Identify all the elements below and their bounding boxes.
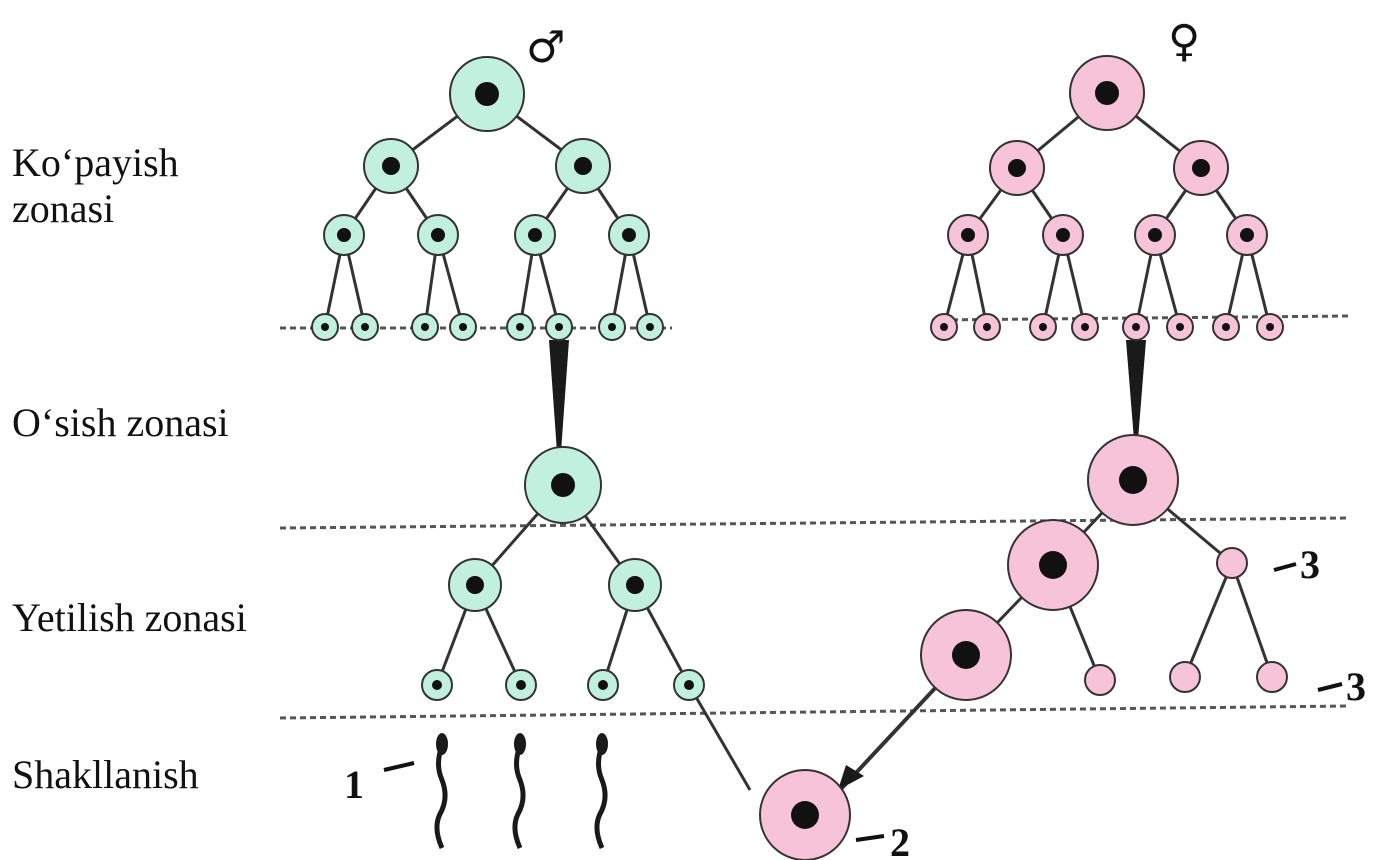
- sperm-tail: [434, 745, 448, 850]
- marker-3-polar-body-b: 3: [1346, 664, 1366, 709]
- spermatogonium-cell-nucleus: [421, 323, 429, 331]
- zone-divider-line: [279, 704, 1349, 720]
- sperm-tail: [512, 745, 526, 850]
- growth-connector: [1126, 340, 1146, 440]
- arrow-head: [838, 765, 864, 790]
- cells-layer: [311, 55, 1288, 860]
- spermatid-cell-nucleus: [432, 680, 442, 690]
- spermatogonium-cell-nucleus: [361, 323, 369, 331]
- lineage-connector: [1230, 562, 1274, 678]
- numbered-markers: 1 2 3 3: [344, 542, 1366, 860]
- marker-1-sperm: 1: [344, 762, 364, 807]
- polar-body-cell: [1084, 664, 1116, 696]
- male-symbol-icon: ♂: [526, 22, 565, 73]
- zone-label-formation: Shakllanish: [12, 752, 199, 797]
- spermatogonium-cell-nucleus: [516, 323, 524, 331]
- zone-label-reproduction-line2: zonasi: [12, 186, 115, 231]
- oogonium-cell-nucleus: [1266, 323, 1274, 331]
- marker-3-polar-body-a: 3: [1300, 542, 1320, 587]
- polar-body-cell: [1169, 661, 1201, 693]
- spermatogonium-cell-nucleus: [622, 228, 636, 242]
- oogonium-cell-nucleus: [1148, 228, 1162, 242]
- spermatogonium-cell-nucleus: [321, 323, 329, 331]
- zone-divider-lines: [279, 314, 1349, 720]
- sperm-tail: [594, 745, 608, 850]
- egg-cell-nucleus: [791, 801, 819, 829]
- spermatogonium-cell-nucleus: [337, 228, 351, 242]
- oogonium-cell-nucleus: [1240, 228, 1254, 242]
- zone-label-growth: O‘sish zonasi: [12, 400, 229, 445]
- spermatogonium-cell-nucleus: [475, 82, 499, 106]
- oogonium-cell-nucleus: [983, 323, 991, 331]
- spermatogonium-cell-nucleus: [574, 157, 592, 175]
- zone-label-reproduction-line1: Ko‘payish: [12, 140, 179, 185]
- zone-label-maturation: Yetilish zonasi: [12, 595, 247, 640]
- sperm-head: [436, 733, 448, 755]
- oogonium-cell-nucleus: [1081, 323, 1089, 331]
- oogonium-cell-nucleus: [940, 323, 948, 331]
- secondary-oocyte-cell-nucleus: [1039, 551, 1067, 579]
- marker-2-leader: [855, 834, 885, 842]
- oogonium-cell-nucleus: [1039, 323, 1047, 331]
- lineage-connector: [1183, 562, 1234, 678]
- marker-1-leader: [383, 761, 415, 772]
- spermatogonium-cell-nucleus: [608, 323, 616, 331]
- lineage-connector: [687, 684, 752, 791]
- polar-body-cell: [1256, 661, 1288, 693]
- spermatogonium-cell-nucleus: [431, 228, 445, 242]
- spermatogonium-cell-nucleus: [459, 323, 467, 331]
- spermatogonium-cell-nucleus: [555, 323, 563, 331]
- growth-connector: [549, 340, 569, 452]
- oogonium-cell-nucleus: [961, 228, 975, 242]
- marker-2-egg: 2: [890, 820, 910, 860]
- zone-label-reproduction: Ko‘payish zonasi: [12, 140, 179, 232]
- secondary-spermatocyte-cell-nucleus: [626, 576, 644, 594]
- oogonium-cell-nucleus: [1095, 81, 1119, 105]
- spermatogonium-cell-nucleus: [382, 157, 400, 175]
- oogonium-cell-nucleus: [1192, 159, 1210, 177]
- marker-3b-leader: [1317, 682, 1343, 692]
- spermatogonium-cell-nucleus: [646, 323, 654, 331]
- sperm-head: [514, 733, 526, 755]
- oogonium-cell-nucleus: [1222, 323, 1230, 331]
- primary-oocyte-cell-nucleus: [1119, 466, 1147, 494]
- secondary-spermatocyte-cell-nucleus: [466, 576, 484, 594]
- oogonium-cell-nucleus: [1132, 323, 1140, 331]
- marker-3a-leader: [1273, 562, 1297, 572]
- ootid-cell-nucleus: [952, 641, 980, 669]
- polar-body-cell: [1216, 547, 1248, 579]
- primary-spermatocyte-cell-nucleus: [551, 473, 575, 497]
- sperm-cells: [434, 733, 608, 850]
- spermatid-cell-nucleus: [598, 680, 608, 690]
- spermatid-cell-nucleus: [516, 680, 526, 690]
- oogonium-cell-nucleus: [1056, 228, 1070, 242]
- zone-divider-line: [279, 516, 1349, 530]
- sperm-head: [596, 733, 608, 755]
- spermatogonium-cell-nucleus: [528, 228, 542, 242]
- spermatid-cell-nucleus: [684, 680, 694, 690]
- oogonium-cell-nucleus: [1008, 159, 1026, 177]
- female-symbol-icon: ♀: [1168, 16, 1200, 67]
- oogonium-cell-nucleus: [1176, 323, 1184, 331]
